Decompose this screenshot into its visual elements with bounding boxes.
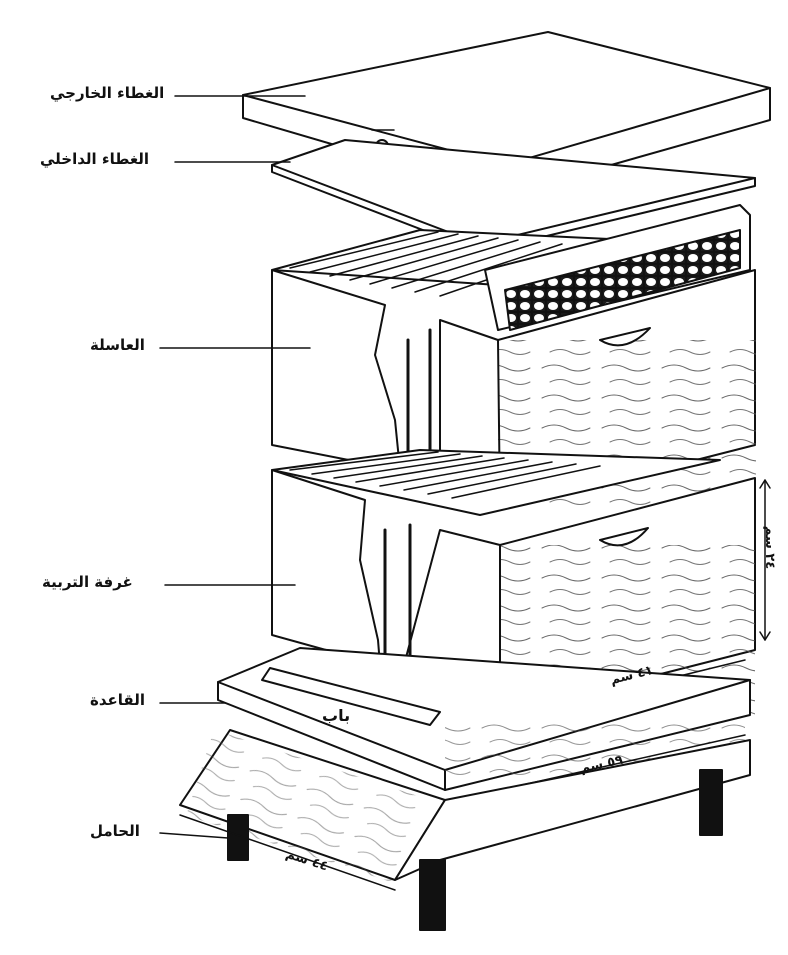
brood-chamber-label: غرفة التربية <box>42 573 133 591</box>
super-label: العاسلة <box>90 336 145 354</box>
stand-part <box>179 729 751 931</box>
outer-cover-label: الغطاء الخارجي <box>50 84 165 102</box>
leader-lines <box>159 95 311 839</box>
box-height-dimension: ٢٤ سم <box>762 525 778 570</box>
inner-cover-label: الغطاء الداخلي <box>40 150 150 168</box>
brood-chamber-part <box>271 449 771 721</box>
door-label: باب <box>322 706 351 725</box>
base-label: القاعدة <box>90 691 145 709</box>
stand-label: الحامل <box>90 822 140 840</box>
super-box-part <box>271 204 756 511</box>
